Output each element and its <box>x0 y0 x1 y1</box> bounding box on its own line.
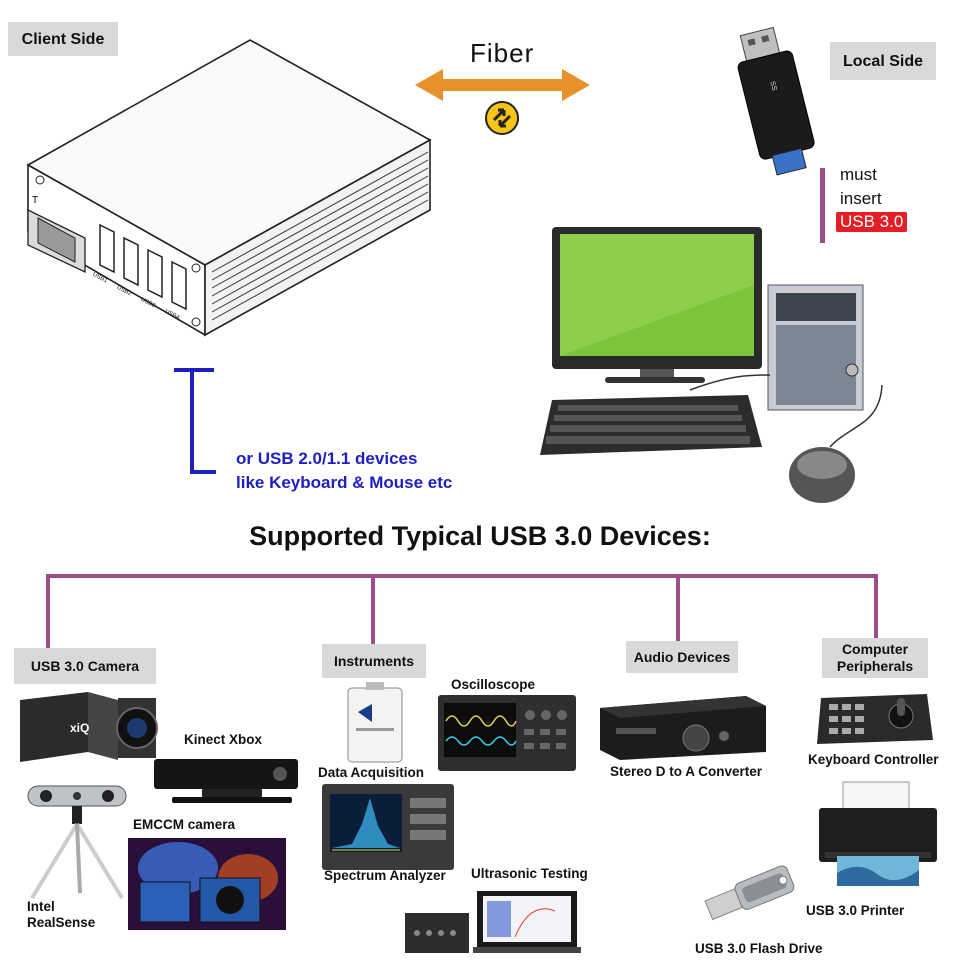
tree-branch-instruments <box>371 574 375 644</box>
svg-text:xiQ: xiQ <box>70 721 89 735</box>
category-usb3-camera: USB 3.0 Camera <box>14 648 156 684</box>
category-instruments: Instruments <box>322 644 426 678</box>
flash-drive-image <box>704 865 795 921</box>
keyboard-controller-label: Keyboard Controller <box>808 752 939 767</box>
emccm-label: EMCCM camera <box>133 817 236 832</box>
realsense-image <box>27 785 127 900</box>
dac-image <box>600 696 766 760</box>
local-side-label: Local Side <box>830 42 936 80</box>
spectrum-analyzer-image <box>322 784 454 870</box>
usb3-camera-image: xiQ <box>20 692 158 762</box>
client-side-label: Client Side <box>8 22 118 56</box>
realsense-label-1: Intel <box>27 899 55 914</box>
peripherals-line2: Peripherals <box>836 658 914 674</box>
printer-image <box>819 781 937 886</box>
realsense-label-2: RealSense <box>27 915 96 930</box>
dac-label: Stereo D to A Converter <box>610 764 763 779</box>
insert-text: insert <box>840 189 882 208</box>
category-audio-devices: Audio Devices <box>626 641 738 673</box>
data-acquisition-label: Data Acquisition <box>318 765 425 780</box>
peripherals-line1: Computer <box>841 641 909 657</box>
fiber-usb-extender-box: T <box>26 39 432 337</box>
must-insert-bar <box>820 168 825 243</box>
tree-bar <box>46 574 878 578</box>
fiber-double-arrow <box>415 69 590 101</box>
ultrasonic-label: Ultrasonic Testing <box>471 866 588 881</box>
keyboard-controller-image <box>817 694 933 744</box>
tree-branch-audio <box>676 574 680 642</box>
spectrum-analyzer-label: Spectrum Analyzer <box>324 868 446 883</box>
oscilloscope-label: Oscilloscope <box>451 677 536 692</box>
kinect-label: Kinect Xbox <box>184 732 263 747</box>
svg-text:T: T <box>32 195 38 206</box>
must-text: must <box>840 165 877 184</box>
flash-drive-label: USB 3.0 Flash Drive <box>695 941 823 956</box>
usb2-bracket <box>174 368 216 474</box>
usb-fiber-dongle: SS <box>737 26 815 176</box>
tree-branch-peripherals <box>874 574 878 640</box>
category-computer-peripherals: Computer Peripherals <box>822 638 928 678</box>
fiber-label: Fiber <box>470 38 535 68</box>
usb3-badge: USB 3.0 <box>836 212 908 232</box>
kinect-image <box>154 759 298 803</box>
bidirectional-icon <box>485 101 519 135</box>
ultrasonic-testing-image <box>405 891 581 953</box>
data-acquisition-image <box>347 682 403 763</box>
tree-branch-camera <box>46 574 50 652</box>
printer-label: USB 3.0 Printer <box>806 903 905 918</box>
svg-text:SS: SS <box>768 81 777 92</box>
usb2-note-line1: or USB 2.0/1.1 devices <box>236 449 418 468</box>
section-title: Supported Typical USB 3.0 Devices: <box>249 521 711 551</box>
emccm-camera-image <box>128 838 286 930</box>
usb2-note-line2: like Keyboard & Mouse etc <box>236 473 453 492</box>
oscilloscope-image <box>438 695 576 771</box>
desktop-computer <box>540 227 883 503</box>
